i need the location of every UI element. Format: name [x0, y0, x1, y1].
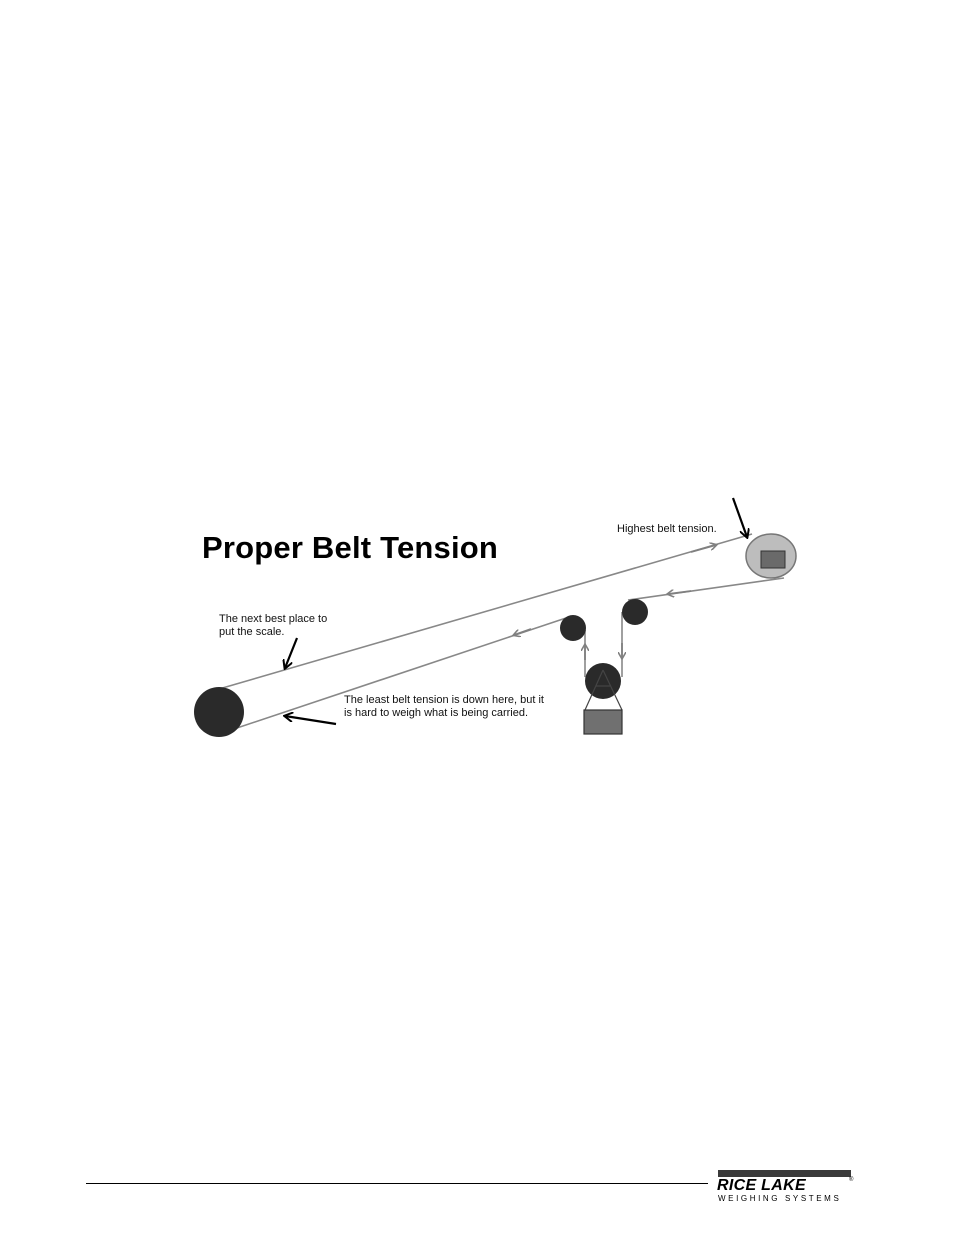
head-pulley-motor: [761, 551, 785, 568]
label-next-best: The next best place to put the scale.: [219, 613, 327, 639]
belt-arrow-return-upper: [668, 591, 691, 594]
counterweight-box: [584, 710, 622, 734]
logo-wordmark: RICE LAKE: [717, 1177, 806, 1194]
figure-title: Proper Belt Tension: [202, 530, 498, 566]
label-least-line2: is hard to weigh what is being carried.: [344, 707, 544, 720]
belt-arrow-top: [691, 545, 716, 552]
logo-bar: [718, 1170, 851, 1177]
snub-pulley-right: [622, 599, 648, 625]
pointer-arrow-highest: [733, 498, 747, 537]
pointer-arrow-next-best: [285, 638, 297, 668]
belt-arrow-return-lower: [514, 629, 531, 635]
label-least-tension: The least belt tension is down here, but…: [344, 694, 544, 720]
label-least-line1: The least belt tension is down here, but…: [344, 694, 544, 707]
tail-pulley: [194, 687, 244, 737]
label-highest-tension: Highest belt tension.: [617, 523, 717, 536]
pointer-arrow-least: [285, 716, 336, 724]
label-next-best-line1: The next best place to: [219, 613, 327, 626]
rice-lake-logo: RICE LAKE ® WEIGHING SYSTEMS: [715, 1167, 855, 1205]
logo-registered-mark: ®: [849, 1177, 853, 1183]
footer-rule: [86, 1183, 708, 1184]
belt-tension-figure: Proper Belt Tension Highest belt tension…: [186, 488, 804, 744]
take-up-pulley: [585, 663, 621, 699]
label-next-best-line2: put the scale.: [219, 626, 327, 639]
logo-tagline: WEIGHING SYSTEMS: [718, 1194, 841, 1203]
snub-pulley-left: [560, 615, 586, 641]
return-belt-upper: [628, 578, 784, 600]
